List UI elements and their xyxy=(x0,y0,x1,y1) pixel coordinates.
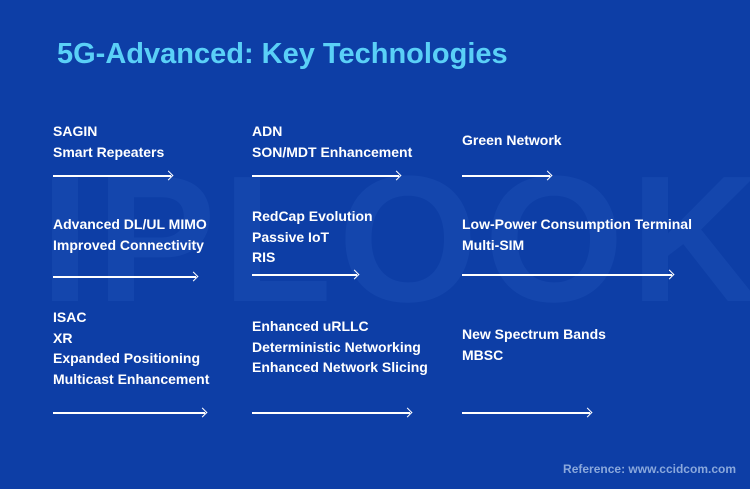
tech-cell-urllc: Enhanced uRLLC Deterministic Networking … xyxy=(252,316,428,378)
page-title: 5G-Advanced: Key Technologies xyxy=(57,38,508,70)
tech-cell-spectrum: New Spectrum Bands MBSC xyxy=(462,324,606,365)
tech-item: SON/MDT Enhancement xyxy=(252,143,413,160)
arrow-divider xyxy=(462,412,590,414)
tech-item: Green Network xyxy=(462,132,562,148)
arrow-divider xyxy=(462,175,550,177)
tech-item: ADN xyxy=(252,123,283,139)
tech-item: New Spectrum Bands xyxy=(462,326,606,342)
tech-item: Multi-SIM xyxy=(462,236,525,253)
arrow-divider xyxy=(53,175,171,177)
tech-item: SAGIN xyxy=(53,123,98,139)
reference-text: Reference: www.ccidcom.com xyxy=(563,462,736,476)
tech-cell-green-network: Green Network xyxy=(462,130,562,151)
arrow-divider xyxy=(462,274,672,276)
tech-item: Advanced DL/UL MIMO xyxy=(53,216,207,232)
tech-item: ISAC xyxy=(53,309,87,325)
tech-item: Passive IoT xyxy=(252,228,330,245)
tech-item: Enhanced Network Slicing xyxy=(252,359,428,375)
tech-cell-redcap: RedCap Evolution Passive IoT RIS xyxy=(252,206,373,268)
arrow-divider xyxy=(53,412,205,414)
tech-item: Improved Connectivity xyxy=(53,236,204,253)
tech-item: Deterministic Networking xyxy=(252,338,421,355)
tech-item: Smart Repeaters xyxy=(53,143,165,160)
tech-item: Expanded Positioning xyxy=(53,350,201,366)
tech-item: Enhanced uRLLC xyxy=(252,318,369,334)
arrow-divider xyxy=(252,412,410,414)
arrow-divider xyxy=(252,274,357,276)
tech-item: RIS xyxy=(252,249,276,265)
arrow-divider xyxy=(252,175,399,177)
tech-cell-isac: ISAC XR Expanded Positioning Multicast E… xyxy=(53,307,209,389)
tech-cell-sagin: SAGIN Smart Repeaters xyxy=(53,121,164,162)
tech-item: Low-Power Consumption Terminal xyxy=(462,216,692,232)
arrow-divider xyxy=(53,276,196,278)
tech-cell-low-power: Low-Power Consumption Terminal Multi-SIM xyxy=(462,214,692,255)
tech-cell-mimo: Advanced DL/UL MIMO Improved Connectivit… xyxy=(53,214,207,255)
tech-item: Multicast Enhancement xyxy=(53,370,210,387)
tech-item: MBSC xyxy=(462,346,504,363)
tech-item: RedCap Evolution xyxy=(252,208,373,224)
tech-cell-adn: ADN SON/MDT Enhancement xyxy=(252,121,412,162)
tech-item: XR xyxy=(53,329,73,346)
